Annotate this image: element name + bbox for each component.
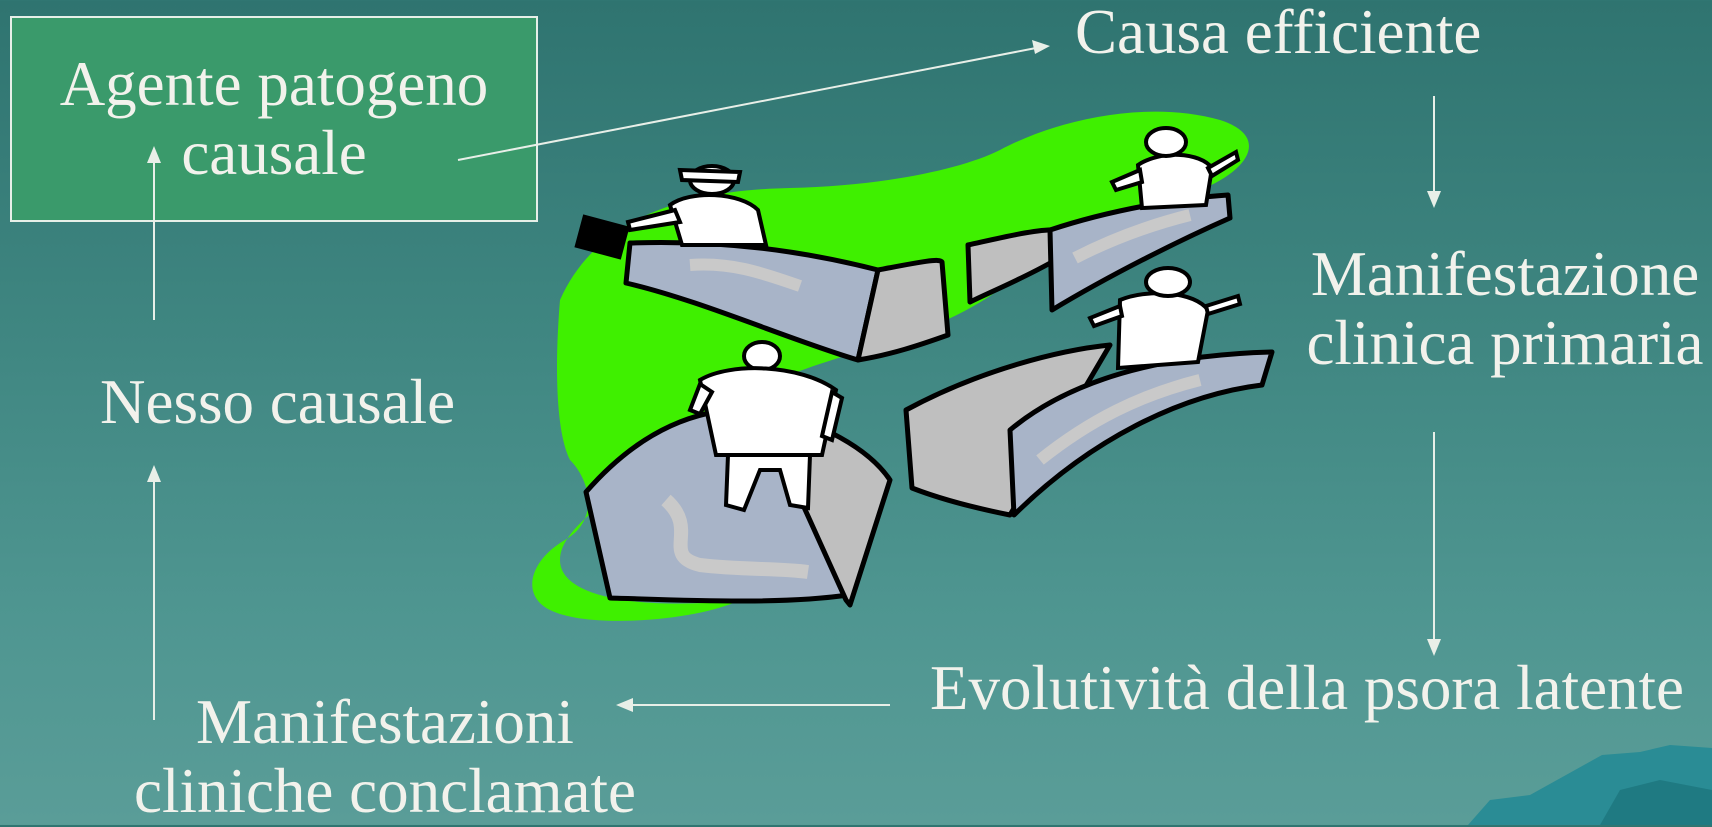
agent-box — [10, 16, 538, 222]
arrow-nesso-to-agent — [147, 146, 161, 320]
agent-label: Agente patogeno causale — [10, 49, 538, 189]
manifestazione-primaria-label: Manifestazione clinica primaria — [1300, 239, 1710, 379]
road-middle-right — [903, 342, 1275, 518]
arrow-causa-to-manifestazione — [1427, 96, 1441, 208]
arrow-agent-to-causa — [457, 40, 1050, 161]
manifestazione-primaria-line1: Manifestazione — [1310, 239, 1700, 309]
person-top-right — [1109, 126, 1241, 211]
agent-label-line1: Agente patogeno — [59, 49, 489, 119]
road-top-right — [965, 192, 1233, 313]
person-bottom — [687, 340, 845, 513]
person-middle-right — [1087, 266, 1243, 371]
arrow-evolutivita-to-conclamate — [616, 698, 890, 712]
arrow-conclamate-to-nesso — [147, 465, 161, 720]
causa-efficiente-label: Causa efficiente — [1075, 0, 1482, 67]
nesso-causale-label: Nesso causale — [100, 367, 456, 437]
manifestazione-primaria-line2: clinica primaria — [1306, 308, 1704, 379]
evolutivita-label: Evolutività della psora latente — [930, 653, 1685, 723]
agent-label-line2: causale — [181, 118, 367, 189]
manifestazioni-conclamate-label: Manifestazioni cliniche conclamate — [120, 687, 650, 827]
arrow-manifestazione-to-evolutivita — [1427, 432, 1441, 656]
manifestazioni-conclamate-line1: Manifestazioni — [196, 687, 574, 757]
manifestazioni-conclamate-line2: cliniche conclamate — [134, 756, 636, 827]
person-with-briefcase — [574, 164, 769, 260]
